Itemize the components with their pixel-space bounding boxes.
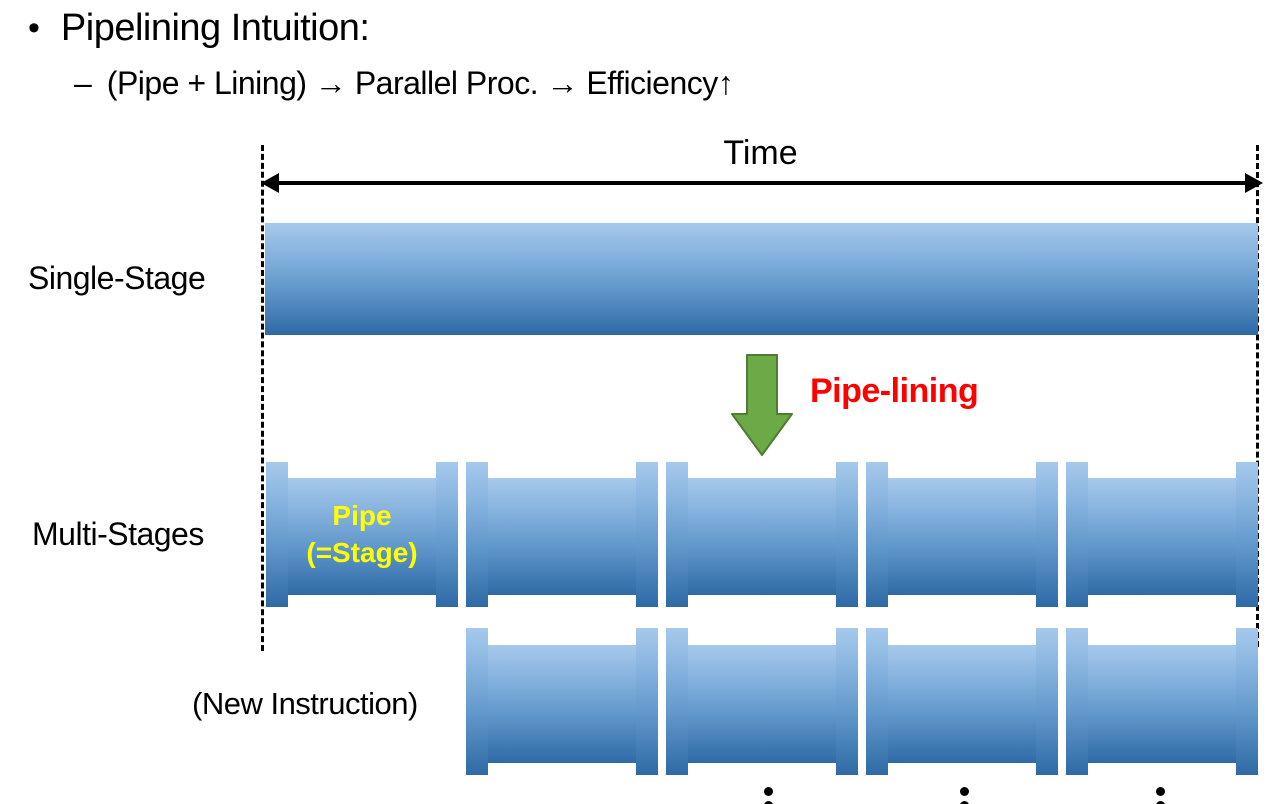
pipelining-caption: Pipe-lining xyxy=(810,372,979,410)
pipe-flange xyxy=(866,628,888,775)
pipe-segment xyxy=(866,462,1058,607)
dot xyxy=(1156,787,1165,796)
double-headed-arrow-line xyxy=(278,181,1246,185)
pipe-stage-caption: Pipe (=Stage) xyxy=(276,497,448,571)
dot xyxy=(1156,801,1165,804)
subtitle-row: – (Pipe + Lining) → Parallel Proc. → Eff… xyxy=(74,62,734,104)
pipe-flange xyxy=(436,462,458,607)
subtitle-text: (Pipe + Lining) → Parallel Proc. → Effic… xyxy=(106,65,734,101)
title-row: • Pipelining Intuition: xyxy=(28,4,370,52)
pipe-segment xyxy=(1066,462,1258,607)
pipe-segment xyxy=(466,628,658,775)
pipe-segment xyxy=(866,628,1058,775)
pipe-flange xyxy=(1066,462,1088,607)
pipe-flange xyxy=(466,462,488,607)
time-axis-label: Time xyxy=(723,134,798,172)
pipe-flange xyxy=(1236,462,1258,607)
pipe-segment xyxy=(666,628,858,775)
page-title: Pipelining Intuition: xyxy=(60,7,370,49)
pipe-flange xyxy=(836,628,858,775)
pipe-flange xyxy=(1036,628,1058,775)
pipe-body xyxy=(888,478,1036,595)
time-boundary-dashed-line-left xyxy=(261,145,264,651)
pipe-stage-caption-line2: (=Stage) xyxy=(306,537,418,568)
pipe-body xyxy=(688,478,836,595)
pipe-flange xyxy=(666,462,688,607)
pipe-flange xyxy=(866,462,888,607)
pipe-body xyxy=(488,645,636,763)
pipe-body xyxy=(888,645,1036,763)
pipe-flange xyxy=(1236,628,1258,775)
pipe-flange xyxy=(636,462,658,607)
pipe-body xyxy=(488,478,636,595)
new-instruction-label: (New Instruction) xyxy=(192,686,418,721)
pipe-flange xyxy=(836,462,858,607)
dash-icon: – xyxy=(74,65,92,101)
pipe-segment xyxy=(466,462,658,607)
bullet-icon: • xyxy=(28,9,40,47)
dot xyxy=(960,801,969,804)
dot xyxy=(960,787,969,796)
down-arrow-icon xyxy=(731,354,793,456)
pipe-flange xyxy=(1036,462,1058,607)
single-stage-bar xyxy=(265,223,1258,335)
time-boundary-dashed-line-right xyxy=(1256,145,1259,647)
arrowhead-left-icon xyxy=(261,173,279,193)
pipe-body xyxy=(1088,645,1236,763)
pipe-flange xyxy=(1066,628,1088,775)
pipe-segment xyxy=(266,462,458,607)
pipe-flange xyxy=(266,462,288,607)
pipe-flange xyxy=(636,628,658,775)
pipe-body xyxy=(688,645,836,763)
arrowhead-right-icon xyxy=(1245,173,1263,193)
multi-stages-label: Multi-Stages xyxy=(32,516,204,552)
dot xyxy=(764,801,773,804)
pipe-flange xyxy=(466,628,488,775)
pipe-body xyxy=(1088,478,1236,595)
pipe-segment xyxy=(666,462,858,607)
pipe-flange xyxy=(666,628,688,775)
dot xyxy=(764,787,773,796)
pipe-stage-caption-line1: Pipe xyxy=(332,500,392,531)
pipe-body xyxy=(288,478,436,595)
pipe-segment xyxy=(1066,628,1258,775)
single-stage-label: Single-Stage xyxy=(28,260,206,296)
